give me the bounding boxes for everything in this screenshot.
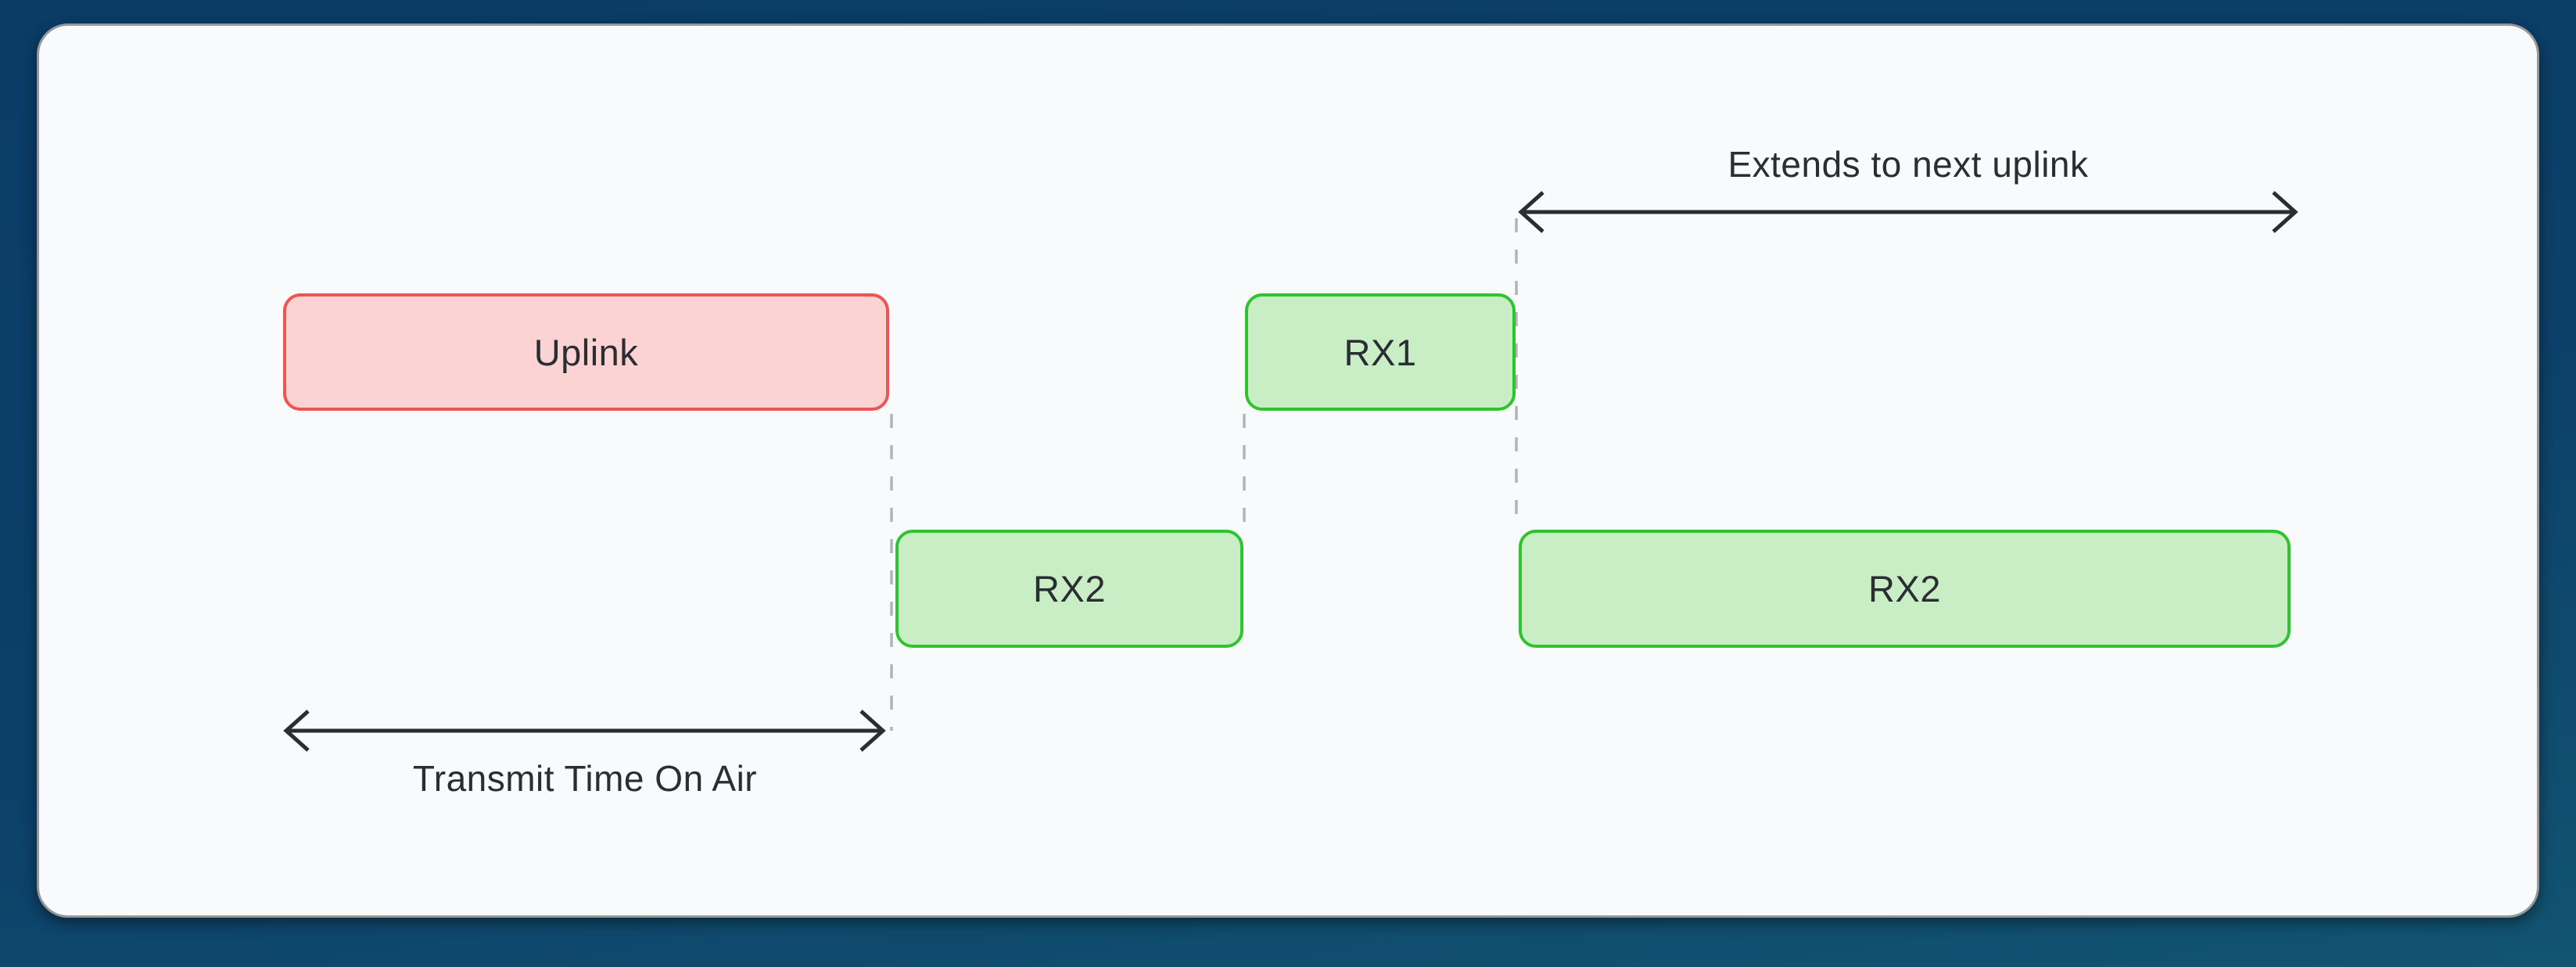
rx2-extended-box: RX2 — [1519, 530, 2291, 648]
rx2-early-box: RX2 — [895, 530, 1243, 648]
uplink-box-label: Uplink — [533, 331, 639, 373]
extends-next-uplink-label: Extends to next uplink — [1727, 144, 2089, 185]
transmit-time-label: Transmit Time On Air — [412, 758, 758, 799]
rx2-extended-box-label: RX2 — [1868, 568, 1941, 609]
rx2-early-box-label: RX2 — [1033, 568, 1106, 609]
uplink-box: Uplink — [283, 293, 889, 411]
diagram-card — [37, 23, 2539, 918]
rx1-box: RX1 — [1245, 293, 1516, 411]
rx1-box-label: RX1 — [1344, 331, 1417, 373]
